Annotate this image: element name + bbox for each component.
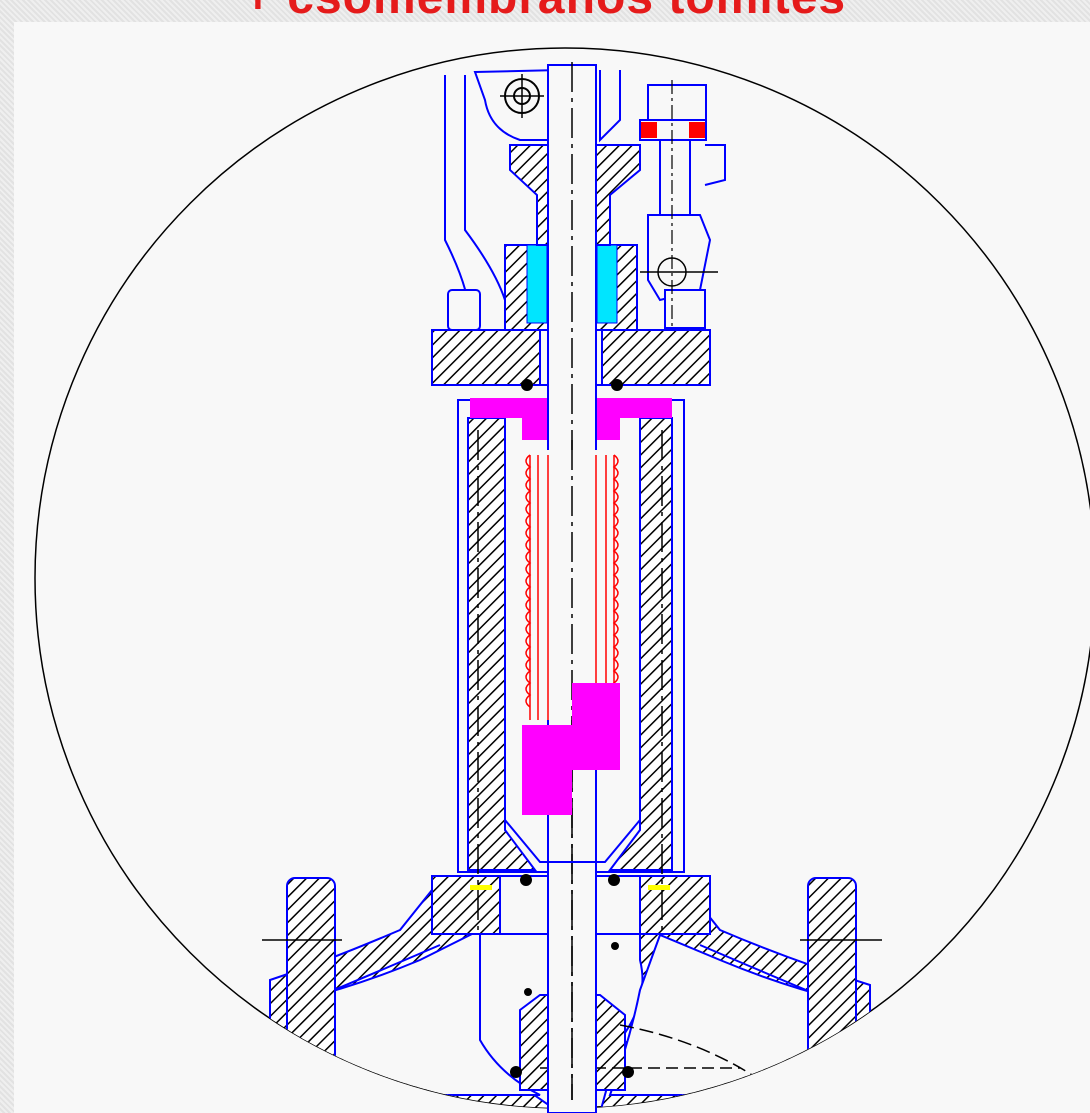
page-title: + csőmembrános tömítés bbox=[0, 0, 1090, 22]
crosshair-icon bbox=[500, 74, 544, 118]
flange-bolt-left bbox=[286, 877, 336, 1108]
gland-bolt-head bbox=[647, 84, 707, 121]
packing-rings-right bbox=[596, 244, 618, 324]
packing-rings-left bbox=[526, 244, 548, 324]
bellows-bottom-block bbox=[522, 683, 620, 815]
flange-bolt-right bbox=[807, 877, 857, 1108]
seal-dots bbox=[510, 379, 634, 1078]
